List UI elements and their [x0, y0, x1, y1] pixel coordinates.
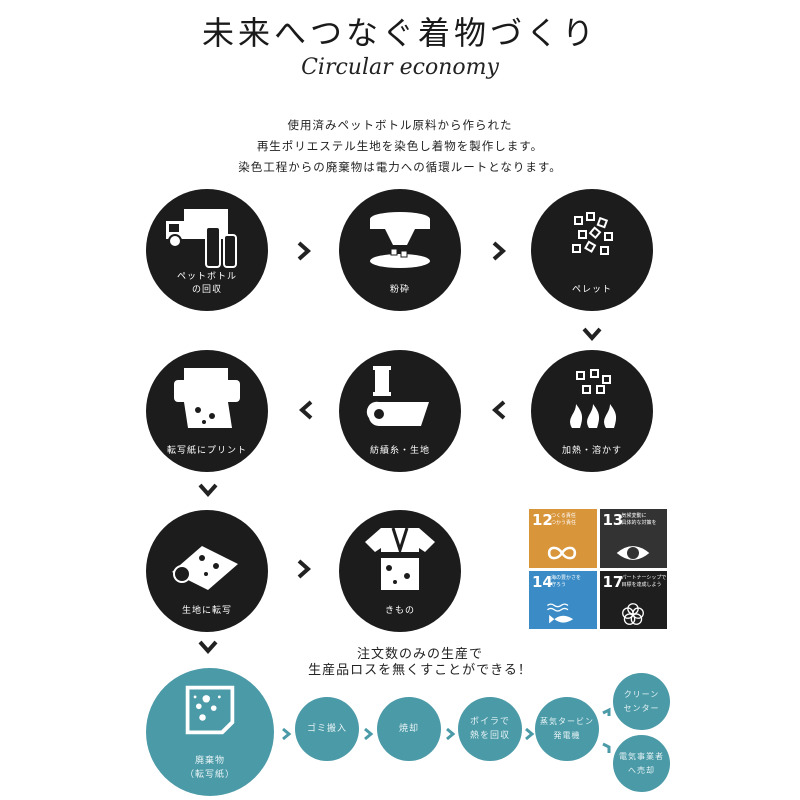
chevron-right-icon: [292, 240, 314, 262]
chevron-right-icon: [282, 727, 292, 741]
step-pet-bottle-collection: ペットボトル の回収: [146, 189, 268, 311]
step-label: 加熱・溶かす: [561, 446, 622, 456]
infinity-icon: [547, 546, 577, 559]
step-label: 生地に転写: [181, 606, 232, 616]
arrow-down-right-icon: [602, 742, 611, 753]
arrow-up-right-icon: [602, 707, 611, 716]
intro-text: 使用済みペットボトル原料から作られた 再生ポリエステル生地を染色し着物を製作しま…: [0, 115, 800, 178]
sdg-text: パートナーシップで 目標を達成しよう: [621, 574, 667, 588]
partnership-rings-icon: [621, 603, 644, 625]
step-label: ペレット: [571, 285, 612, 295]
fish-icon: [547, 603, 574, 624]
note-text: 注文数のみの生産で 生産品ロスを無くすことができる！: [308, 647, 532, 678]
sdg-number: 17: [602, 572, 624, 591]
pellets-icon: [572, 212, 613, 255]
step-transfer-to-fabric: 生地に転写: [146, 510, 268, 632]
crusher-icon: [370, 212, 430, 268]
sdg-number: 12: [532, 511, 553, 529]
sdg-text: 海の豊かさを 守ろう: [551, 574, 582, 588]
waste-step-incineration: 焼却: [377, 697, 441, 761]
page-title: 未来へつなぐ着物づくり: [201, 14, 598, 52]
page-subtitle: Circular economy: [301, 55, 499, 80]
waste-transfer-paper: 廃棄物 （転写紙）: [146, 668, 274, 796]
chevron-right-icon: [525, 727, 535, 741]
chevron-left-icon: [489, 399, 511, 421]
sdg-text: つくる責任 つかう責任: [551, 513, 577, 526]
printer-icon: [174, 368, 240, 428]
fabric-transfer-icon: [172, 546, 238, 590]
kimono-icon: [365, 527, 435, 590]
sdg-number: 13: [602, 511, 624, 529]
step-crushing: 粉砕: [339, 189, 461, 311]
intro-line: 使用済みペットボトル原料から作られた: [287, 118, 513, 132]
intro-line: 再生ポリエステル生地を染色し着物を製作します。: [256, 139, 544, 153]
step-yarn-fabric: 紡績糸・生地: [339, 350, 461, 472]
chevron-left-icon: [296, 399, 318, 421]
chevron-down-icon: [197, 635, 219, 657]
step-print-transfer-paper: 転写紙にプリント: [146, 350, 268, 472]
step-kimono: きもの: [339, 510, 461, 632]
step-label: ペットボトル の回収: [176, 272, 237, 295]
chevron-right-icon: [292, 558, 314, 580]
chevron-right-icon: [446, 727, 456, 741]
output-sell-to-utility: 電気事業者 へ売却: [613, 735, 670, 792]
step-label: 紡績糸・生地: [369, 446, 430, 456]
chevron-right-icon: [364, 727, 374, 741]
chevron-down-icon: [581, 322, 603, 344]
waste-step-steam-turbine: 蒸気タービン 発電機: [535, 697, 599, 761]
sdg-text: 気候変動に 具体的な対策を: [621, 513, 657, 526]
eye-earth-icon: [616, 545, 649, 560]
thread-fabric-icon: [366, 366, 429, 427]
transfer-paper-icon: [185, 685, 235, 735]
step-label: 粉砕: [389, 285, 410, 295]
waste-source-label: 廃棄物 （転写紙）: [184, 756, 235, 780]
intro-line: 染色工程からの廃棄物は電力への循環ルートとなります。: [238, 160, 562, 174]
waste-step-garbage-intake: ゴミ搬入: [295, 697, 359, 761]
waste-step-boiler-heat-recovery: ボイラで 熱を回収: [458, 697, 522, 761]
step-pellets: ペレット: [531, 189, 653, 311]
step-heat-melt: 加熱・溶かす: [531, 350, 653, 472]
output-clean-center: クリーン センター: [613, 673, 670, 730]
chevron-right-icon: [487, 240, 509, 262]
sdg-number: 14: [532, 572, 553, 591]
step-label: 転写紙にプリント: [166, 446, 247, 456]
truck-bottles-icon: [166, 209, 237, 268]
chevron-down-icon: [197, 478, 219, 500]
step-label: きもの: [384, 606, 415, 616]
pellets-fire-icon: [570, 369, 617, 428]
